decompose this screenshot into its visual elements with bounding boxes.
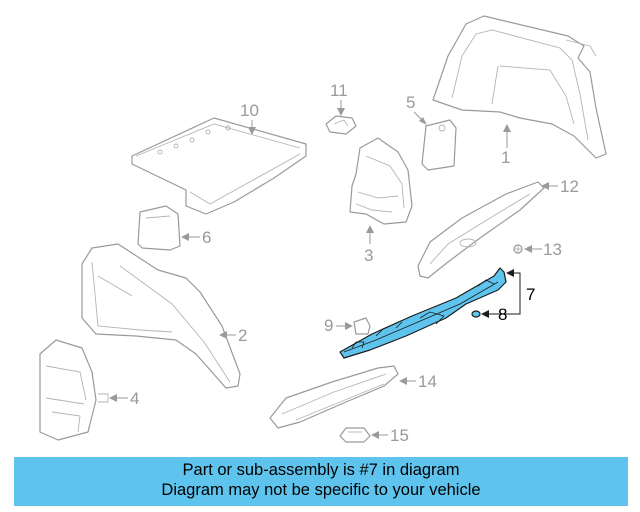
part-12-garnish-panel [417, 181, 545, 279]
svg-text:5: 5 [406, 93, 415, 112]
banner-line-1: Part or sub-assembly is #7 in diagram [182, 461, 460, 479]
part-4-storage-tray [39, 339, 109, 441]
svg-text:8: 8 [498, 305, 507, 324]
part-9-clip [353, 317, 371, 335]
svg-text:3: 3 [364, 246, 373, 265]
svg-text:2: 2 [238, 326, 247, 345]
svg-text:4: 4 [130, 389, 139, 408]
callout-10: 10 [240, 101, 259, 135]
callout-11: 11 [330, 81, 348, 116]
svg-text:7: 7 [526, 285, 535, 304]
part-13-fastener [513, 244, 523, 254]
info-banner: Part or sub-assembly is #7 in diagram Di… [14, 457, 628, 506]
parts-diagram: 1 5 10 11 [39, 15, 607, 445]
callout-13: 13 [524, 240, 562, 259]
part-3-bracket [349, 137, 413, 225]
callout-14: 14 [399, 372, 437, 391]
part-5-trim-cover [421, 119, 457, 171]
part-10-floor-panel [131, 117, 307, 215]
part-8-fastener [471, 310, 481, 318]
callout-3: 3 [364, 225, 374, 265]
part-14-cargo-cover [269, 365, 399, 429]
svg-text:9: 9 [324, 316, 333, 335]
svg-text:13: 13 [543, 240, 562, 259]
part-1-quarter-trim-panel [432, 15, 607, 159]
svg-text:15: 15 [390, 426, 409, 445]
callout-4: 4 [109, 389, 139, 408]
callout-5: 5 [406, 93, 427, 125]
svg-text:6: 6 [202, 228, 211, 247]
svg-text:10: 10 [240, 101, 259, 120]
part-15-cover [339, 427, 371, 443]
svg-text:12: 12 [560, 177, 579, 196]
svg-text:11: 11 [330, 81, 348, 100]
callout-7-bracket: 7 [494, 269, 535, 315]
svg-text:1: 1 [501, 148, 510, 167]
part-11-clip [325, 115, 357, 135]
callout-6: 6 [181, 228, 211, 247]
part-7-rear-sill-trim-highlighted [339, 267, 507, 359]
callout-8: 8 [481, 305, 507, 324]
callout-15: 15 [371, 426, 409, 445]
banner-line-2: Diagram may not be specific to your vehi… [161, 481, 481, 499]
callout-12: 12 [541, 177, 579, 196]
callout-1: 1 [501, 124, 511, 167]
callout-2: 2 [219, 326, 247, 345]
svg-text:14: 14 [418, 372, 437, 391]
part-2-side-trim-panel [81, 243, 241, 389]
callout-9: 9 [324, 316, 353, 335]
part-6-cover [137, 205, 181, 251]
